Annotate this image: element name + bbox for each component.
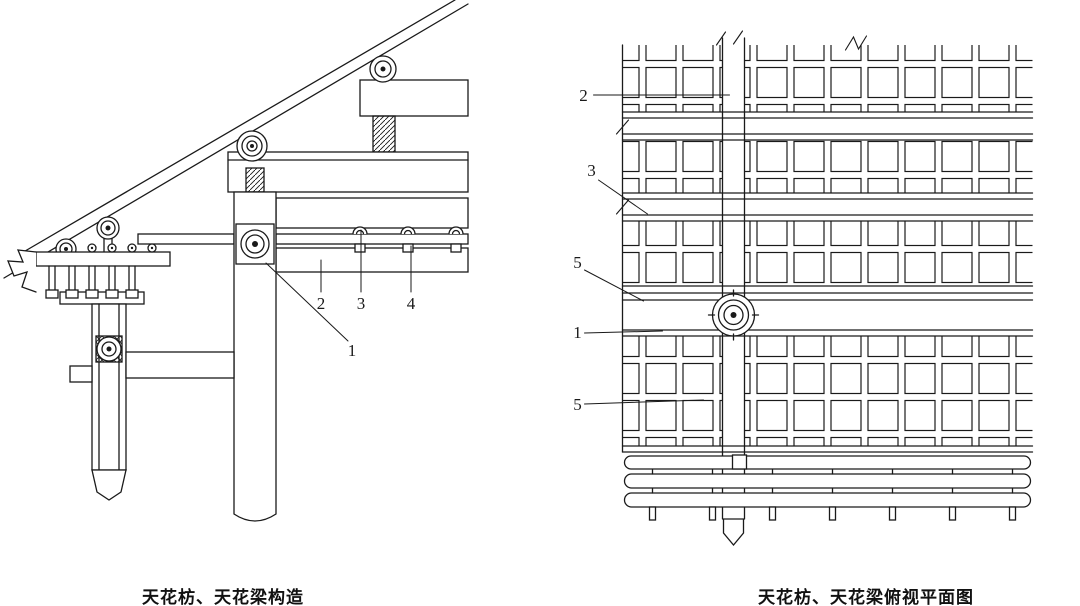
carved-hook	[7, 249, 37, 293]
callout-2: 2	[317, 294, 326, 313]
plan-panel: 2 3 5 1 5	[545, 0, 1080, 585]
roof-bolt-a	[369, 55, 397, 83]
bottom-fang	[621, 445, 1034, 458]
column-circle	[707, 289, 760, 341]
side-stub	[69, 365, 93, 383]
fang-band-1	[621, 111, 1034, 141]
break-marks	[615, 30, 868, 215]
section-panel: 2 3 4 1	[0, 0, 545, 585]
callout-5b: 5	[573, 395, 582, 414]
section-diagram: 2 3 4 1	[3, 0, 469, 522]
column	[233, 191, 277, 522]
beam-stack	[137, 79, 469, 273]
tie-beam	[125, 351, 235, 379]
tianhua-liang-beam	[275, 247, 469, 273]
column-top-bolt	[235, 223, 275, 265]
callout-1: 1	[348, 341, 357, 360]
column-tenon	[245, 167, 265, 193]
callout-2: 2	[579, 86, 588, 105]
callout-3: 3	[357, 294, 366, 313]
beam-rail-joint	[731, 454, 748, 470]
beam-end-tenon	[722, 518, 745, 547]
roof-slope	[3, 0, 469, 279]
callout-3: 3	[587, 161, 596, 180]
hanging-post	[91, 303, 127, 471]
left-leader-lines	[265, 229, 412, 342]
ceiling-board-bolts	[352, 226, 464, 253]
right-leader-lines	[584, 94, 730, 405]
bracket-set	[7, 243, 235, 501]
main-cross-beam	[621, 285, 1034, 337]
main-beam-edges	[721, 37, 746, 520]
pendant-end	[91, 469, 127, 501]
callout-5a: 5	[573, 253, 582, 272]
left-caption: 天花枋、天花梁构造	[142, 588, 304, 606]
roof-bolt-b	[236, 130, 268, 162]
callout-1: 1	[573, 323, 582, 342]
callout-4: 4	[407, 294, 416, 313]
bracket-bolts	[45, 265, 139, 299]
right-caption: 天花枋、天花梁俯视平面图	[758, 588, 974, 606]
rail-pegs	[648, 468, 1017, 521]
ceiling-board-right	[275, 233, 469, 245]
plan-diagram: 2 3 5 1 5	[573, 30, 1034, 547]
tianhua-fang-beam	[275, 197, 469, 229]
bottom-rails	[623, 454, 1032, 508]
ceiling-board-left	[137, 233, 235, 245]
coffer-grid	[622, 45, 1033, 452]
main-beam-body	[722, 38, 745, 519]
fang-band-2	[621, 192, 1034, 222]
bracket-washers	[87, 243, 157, 253]
